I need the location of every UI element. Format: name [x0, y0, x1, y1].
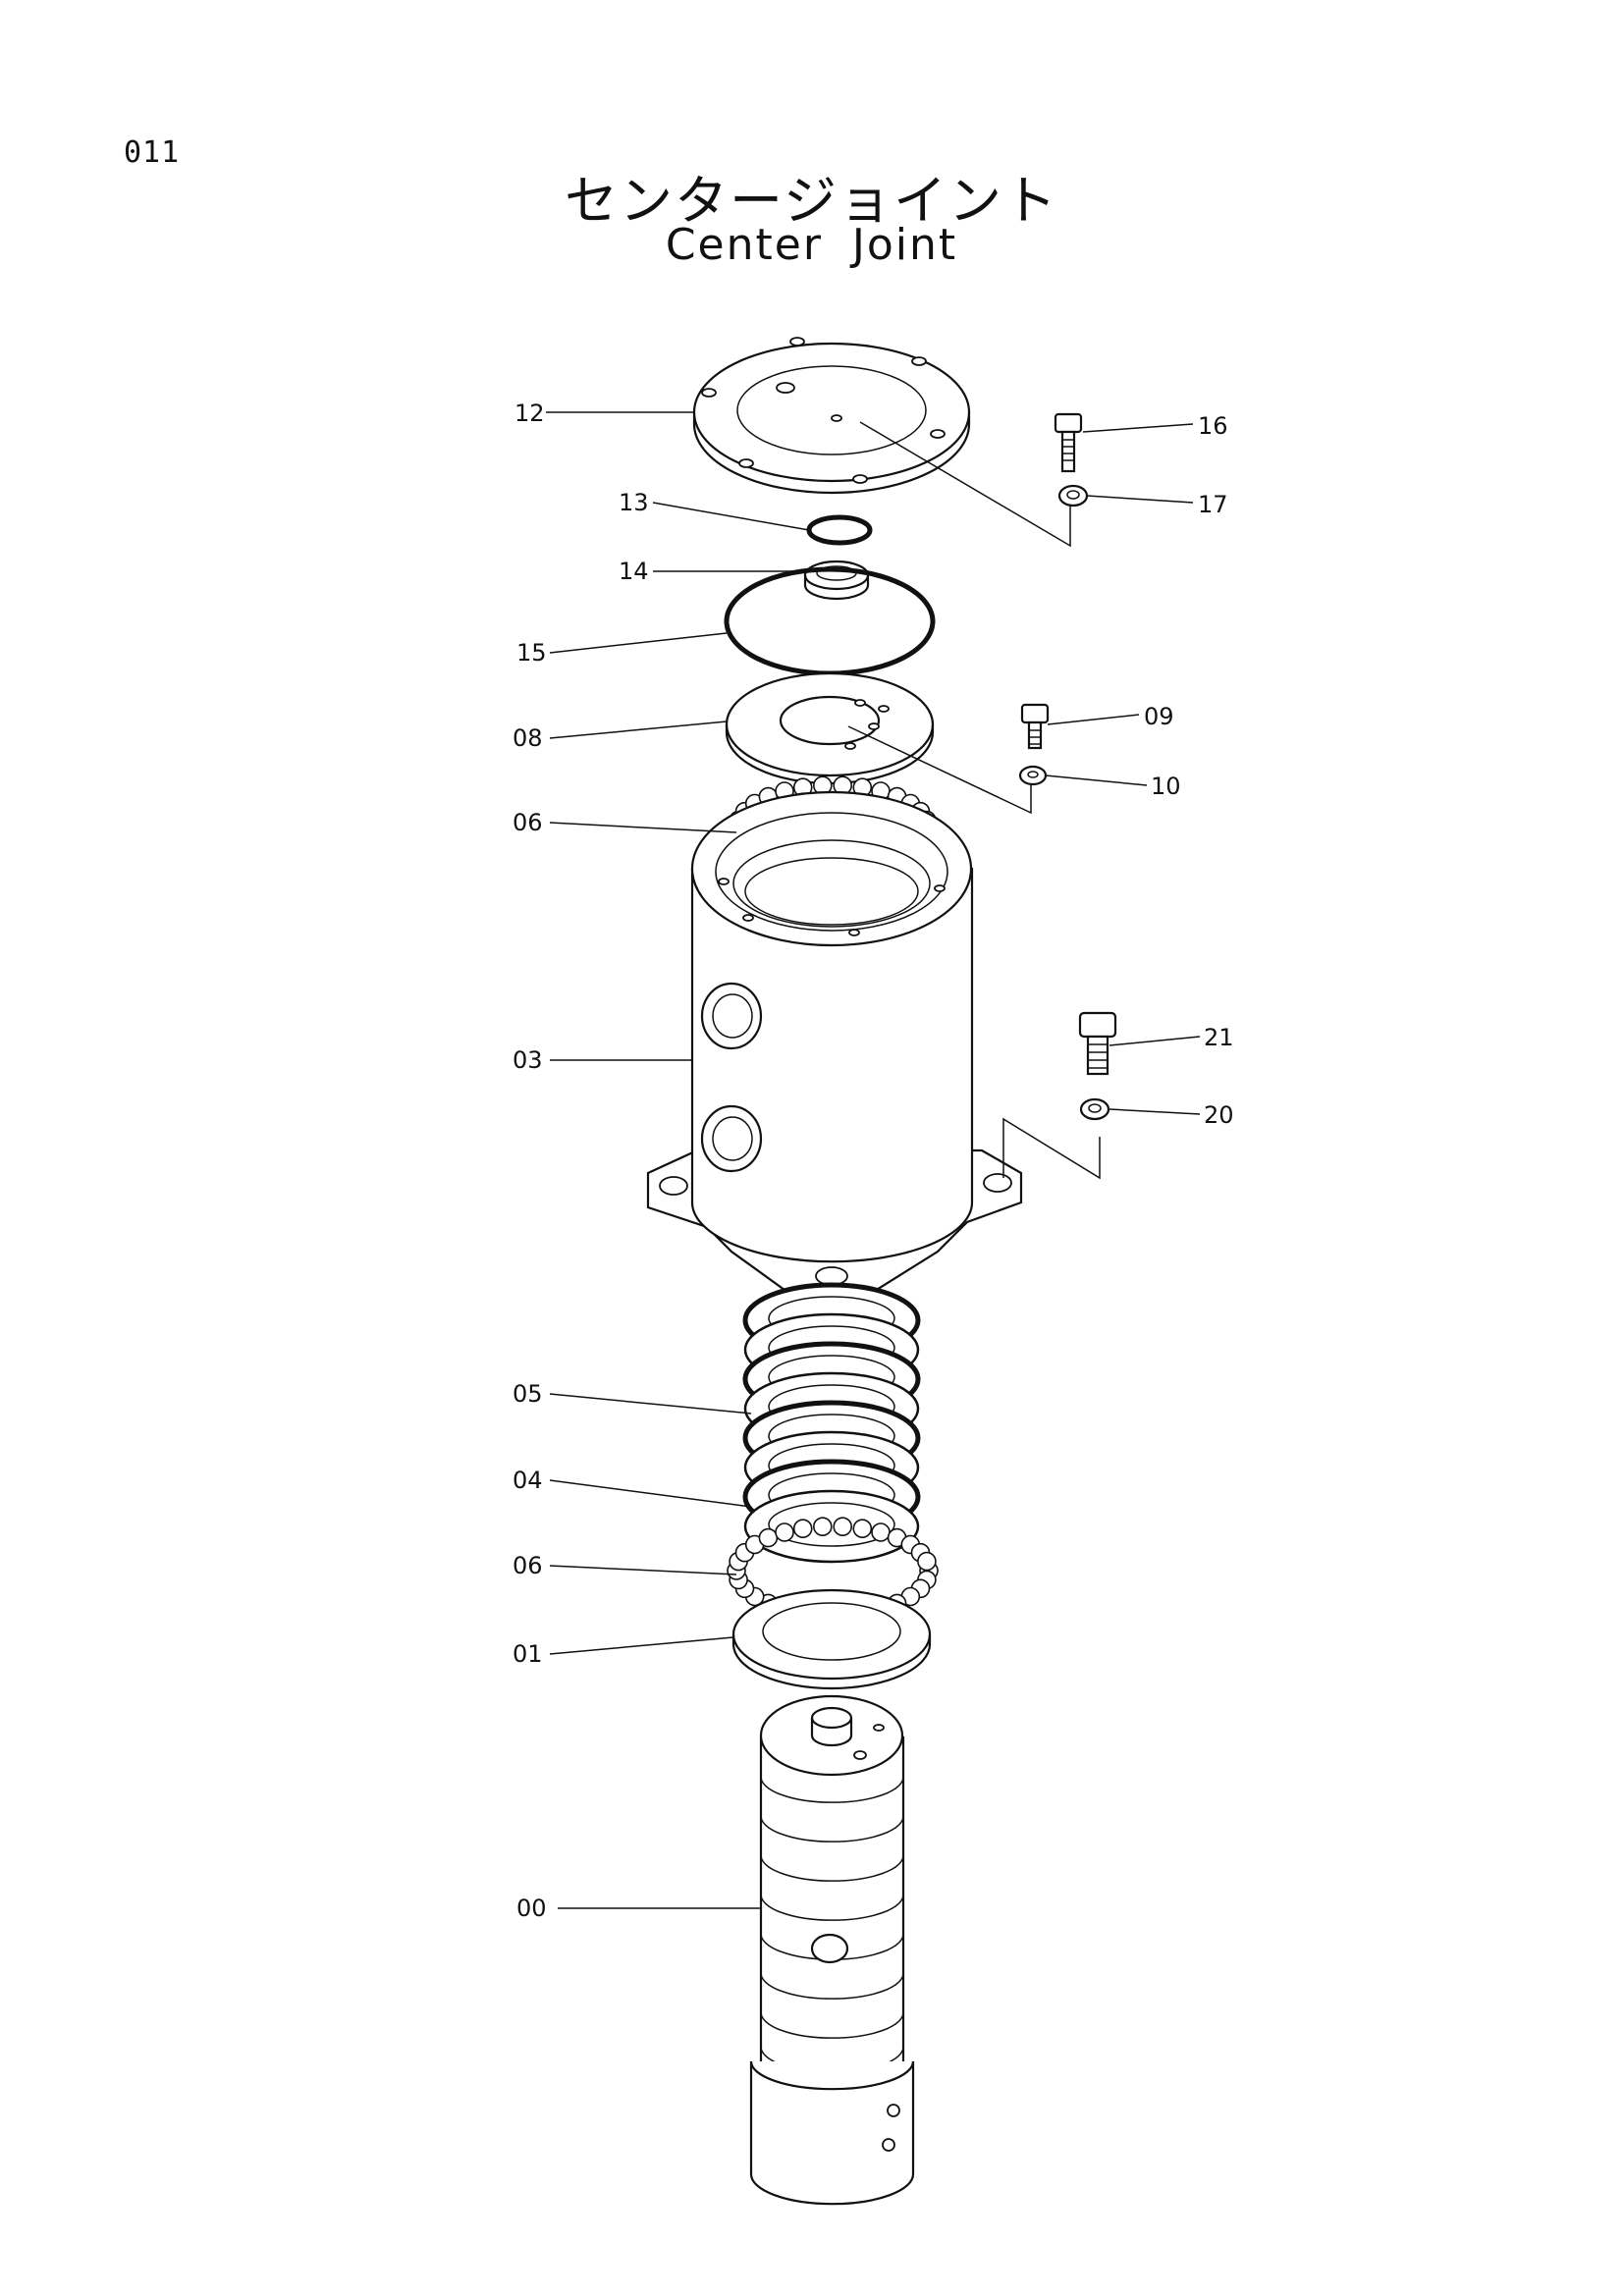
part-thrust-ring — [731, 1588, 932, 1690]
callout-10: 10 — [1151, 773, 1181, 800]
callout-17: 17 — [1198, 491, 1228, 518]
callout-21: 21 — [1204, 1024, 1234, 1051]
callout-16: 16 — [1198, 412, 1228, 440]
part-bolt-21 — [1078, 1011, 1117, 1076]
callout-group: 12 13 14 15 08 06 03 05 04 06 01 00 — [513, 400, 1234, 1922]
callout-03: 03 — [513, 1046, 543, 1074]
callout-12: 12 — [514, 400, 545, 427]
callout-00: 00 — [516, 1895, 547, 1922]
callout-09: 09 — [1144, 703, 1174, 730]
title-japanese: センタージョイント — [565, 170, 1058, 232]
callout-13: 13 — [619, 489, 649, 516]
part-seal-stack — [742, 1282, 921, 1564]
part-housing-body — [646, 790, 1023, 1300]
callout-06-upper: 06 — [513, 809, 543, 836]
bearing-ball — [852, 1519, 873, 1538]
part-washer-10 — [1018, 765, 1048, 786]
page-number: 011 — [124, 135, 181, 170]
bearing-ball — [833, 1517, 853, 1536]
part-spindle — [749, 1694, 915, 2206]
callout-14: 14 — [619, 558, 649, 585]
callout-15: 15 — [516, 639, 547, 667]
bearing-ball — [792, 1519, 813, 1538]
callout-06-lower: 06 — [513, 1552, 543, 1579]
seal-ring-inner — [768, 1502, 895, 1547]
part-small-o-ring — [806, 514, 873, 546]
callout-04: 04 — [513, 1467, 543, 1494]
bearing-ball — [775, 1522, 794, 1542]
callout-01: 01 — [513, 1640, 543, 1668]
part-cover-plate — [692, 337, 971, 495]
bearing-ball — [917, 1551, 937, 1572]
callout-05: 05 — [513, 1380, 543, 1408]
title-english: Center Joint — [665, 220, 958, 270]
part-retainer-plate — [725, 671, 935, 785]
bearing-ball — [812, 1517, 833, 1536]
bearing-ball — [758, 1527, 779, 1548]
part-bolt-09 — [1020, 703, 1050, 750]
callout-08: 08 — [513, 724, 543, 752]
part-bolt-16 — [1054, 412, 1083, 473]
part-washer-17 — [1057, 484, 1089, 507]
callout-20: 20 — [1204, 1101, 1234, 1129]
part-washer-20 — [1079, 1097, 1110, 1121]
bearing-ball — [871, 1522, 891, 1542]
